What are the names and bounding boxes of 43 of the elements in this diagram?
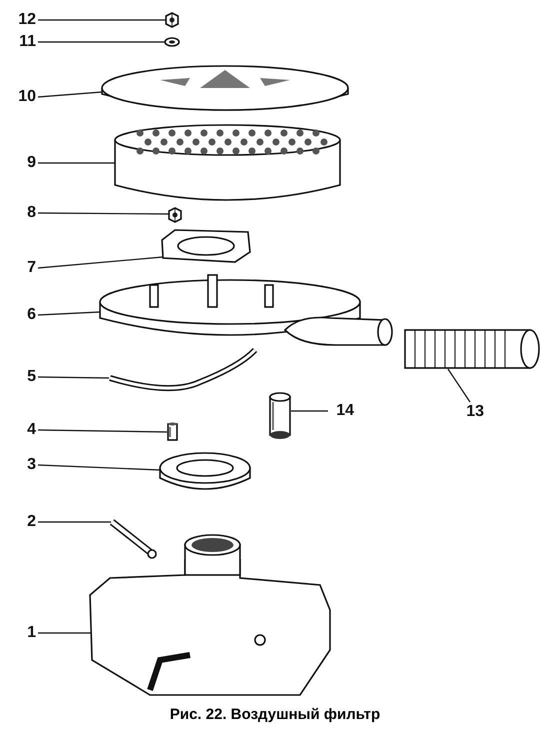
callout-number: 10 [10,87,36,107]
callout-number: 6 [10,305,36,325]
tube-drawing [269,392,291,439]
leader-line [38,464,160,471]
filter-cover-drawing [101,65,349,111]
nut-drawing [168,207,182,223]
leader-line [448,368,470,402]
callout-number: 1 [10,623,36,643]
leader-line [38,311,100,316]
leader-line [38,521,111,523]
leader-line [38,212,169,215]
filter-housing-drawing [99,274,393,346]
callout-number: 2 [10,512,36,532]
leader-line [38,632,91,634]
corrugated-hose-drawing [404,329,540,369]
callout-number: 7 [10,258,36,278]
gasket-drawing [161,229,251,263]
figure-caption: Рис. 22. Воздушный фильтр [170,706,380,723]
leader-line [38,162,115,164]
leader-line [38,429,168,433]
nut-drawing [165,12,179,28]
callout-number: 3 [10,455,36,475]
callout-number: 5 [10,367,36,387]
washer-drawing [164,37,180,47]
leader-line [38,256,164,269]
housing-base-drawing [89,534,331,696]
callout-number: 14 [328,401,354,421]
leader-line [38,41,165,43]
callout-number: 12 [10,10,36,30]
callout-number: 8 [10,203,36,223]
filter-element-drawing [114,124,341,201]
leader-line [38,376,109,379]
callout-number: 13 [458,402,484,422]
callout-number: 11 [10,32,36,52]
pin-drawing [167,422,178,441]
leader-line [38,91,102,98]
callout-number: 9 [10,153,36,173]
leader-line [38,19,166,21]
seal-ring-drawing [159,452,251,490]
leader-line [291,410,328,412]
callout-number: 4 [10,420,36,440]
hose-drawing [109,348,258,392]
valve-drawing [110,519,157,559]
